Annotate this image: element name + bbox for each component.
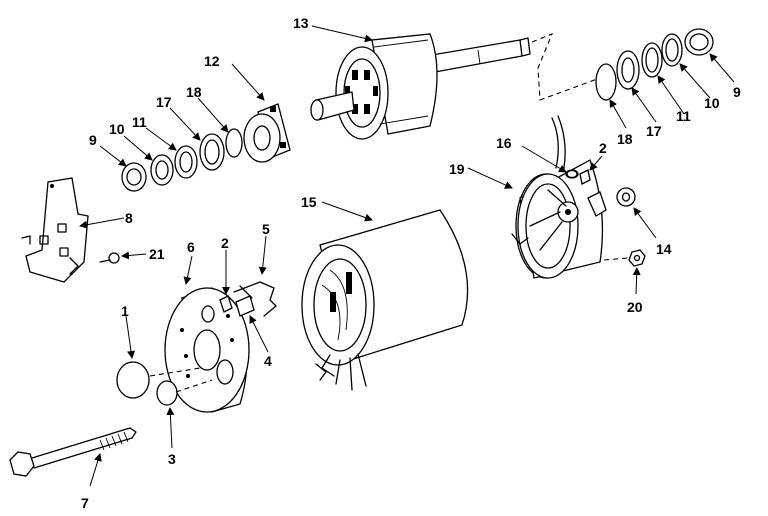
callout-7: 7 — [81, 495, 89, 511]
callout-19: 19 — [449, 161, 465, 177]
part-14-washer — [616, 187, 636, 207]
callout-5: 5 — [262, 221, 270, 237]
part-18-retaining-ring-left — [225, 128, 243, 158]
part-3-plug — [156, 379, 213, 406]
callout-16: 16 — [496, 135, 512, 151]
callout-17-left: 17 — [156, 94, 172, 110]
callout-6: 6 — [187, 239, 195, 255]
part-5-brush-spring — [233, 281, 277, 317]
part-17-bearing-right — [616, 50, 640, 90]
part-2-brush-right — [579, 169, 591, 185]
callout-11-right: 11 — [676, 108, 691, 124]
part-15-field-frame — [301, 209, 469, 391]
part-16-wire-grommet — [566, 169, 578, 179]
part-8-mounting-bracket — [21, 177, 89, 283]
callout-1: 1 — [121, 303, 129, 319]
callout-11-left: 11 — [132, 114, 147, 130]
callout-14: 14 — [656, 241, 672, 257]
callout-8: 8 — [125, 210, 133, 226]
part-11-ring-right — [641, 42, 663, 78]
part-13-armature — [310, 33, 531, 140]
part-18-retaining-ring-right — [595, 63, 617, 101]
part-9-washer-left — [121, 162, 147, 192]
part-10-washer-right — [661, 33, 683, 67]
part-7-through-bolt — [9, 427, 137, 477]
callout-9-left: 9 — [89, 132, 97, 148]
part-6-end-plate — [164, 287, 250, 413]
callout-15: 15 — [301, 194, 317, 210]
callout-2-right: 2 — [599, 140, 607, 156]
part-10-washer-left — [150, 154, 174, 186]
callout-3: 3 — [168, 451, 176, 467]
shaft-alignment-line — [531, 33, 601, 101]
callout-10-right: 10 — [704, 95, 720, 111]
left-ring-stack — [121, 128, 243, 192]
callout-9-right: 9 — [733, 84, 741, 100]
part-2-brush-left — [219, 295, 233, 313]
part-21-screw — [99, 252, 120, 264]
callout-20: 20 — [627, 299, 643, 315]
part-4-brush — [235, 295, 255, 317]
callout-21: 21 — [149, 246, 165, 262]
callout-18-left: 18 — [186, 84, 202, 100]
callout-labels: 13 12 18 17 11 10 9 8 21 6 2 5 4 1 3 7 1… — [81, 15, 741, 511]
part-1-cap — [116, 361, 201, 399]
callout-12: 12 — [204, 53, 220, 69]
part-19-end-bell — [511, 115, 629, 279]
callout-10-left: 10 — [109, 121, 125, 137]
callout-13: 13 — [293, 15, 309, 31]
part-9-washer-right — [684, 28, 714, 56]
part-17-bearing-left — [199, 133, 225, 171]
callout-2-left: 2 — [221, 235, 229, 251]
leader-arrows — [79, 25, 735, 487]
right-ring-stack — [595, 28, 714, 101]
callout-17-right: 17 — [646, 123, 662, 139]
callout-4: 4 — [264, 353, 272, 369]
part-11-ring-left — [174, 145, 198, 179]
part-12-brush-holder — [243, 103, 291, 163]
part-20-nut — [628, 249, 646, 267]
callout-18-right: 18 — [617, 131, 633, 147]
